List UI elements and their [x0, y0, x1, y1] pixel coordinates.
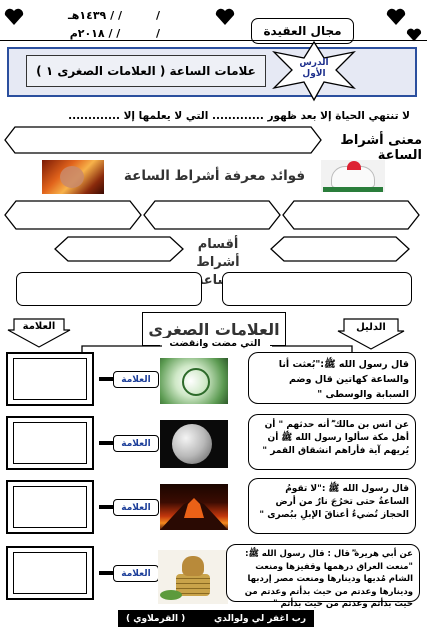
sign-label: العلامة — [22, 321, 56, 332]
coins-leaf — [160, 590, 182, 600]
moon-disc — [172, 424, 212, 464]
hadith-text: عن أبي هريرة ؓ قال : قال رسول الله ﷺ: "م… — [244, 549, 413, 609]
sign-answer-inner — [13, 486, 87, 528]
division-box-right — [222, 272, 412, 306]
benefits-title: فوائد معرفة أشراط الساعة — [123, 168, 306, 184]
volcano-shape — [160, 498, 228, 530]
coins-stack — [176, 574, 210, 596]
heart-icon — [386, 8, 406, 25]
sign-tag: العلامة — [113, 499, 159, 516]
benefit-box-1 — [4, 200, 142, 230]
benefit-box-3 — [282, 200, 420, 230]
meaning-label: معنى أشراط الساعة — [340, 133, 422, 163]
calligraphy-mark — [182, 368, 210, 396]
evidence-box-4: عن أبي هريرة ؓ قال : قال رسول الله ﷺ: "م… — [226, 544, 420, 609]
coins-sack — [182, 556, 204, 576]
sign-tag: العلامة — [113, 371, 159, 388]
minor-signs-subtitle: التي مضت وانقضت — [160, 338, 270, 349]
sign-arrow — [7, 318, 71, 348]
sign-arrow-body — [99, 571, 117, 575]
hadith-text: قال رسول الله ﷺ:"بُعثت أنا والساعة كهاتي… — [278, 359, 409, 400]
minor-signs-title: العلامات الصغرى — [148, 319, 280, 339]
evidence-box-3: قال رسول الله ﷺ :"لا تقومُ الساعةُ حتى ت… — [248, 478, 416, 534]
footer-prayer: رب اغفر لي ولوالدي — [214, 613, 306, 624]
heart-icon — [4, 8, 24, 25]
footer-bar: ( القرملاوي ) رب اغفر لي ولوالدي — [118, 610, 314, 627]
header-line — [0, 40, 427, 41]
evidence-label: الدليل — [356, 322, 386, 333]
sign-answer-inner — [13, 358, 87, 400]
sign-arrow-body — [99, 377, 117, 381]
subject-label: مجال العقيدة — [263, 24, 342, 38]
lesson-title: علامات الساعة ( العلامات الصغرى ١ ) — [36, 64, 256, 78]
division-arrow-left — [54, 236, 184, 262]
praying-man-cap — [347, 161, 361, 170]
sign-answer-inner — [13, 422, 87, 464]
hadith-text: قال رسول الله ﷺ :"لا تقومُ الساعةُ حتى ت… — [259, 484, 409, 520]
sign-answer-inner — [13, 552, 87, 594]
evidence-arrow — [337, 318, 405, 350]
intro-sentence: لا تنتهي الحياة إلا بعد ظهور ...........… — [68, 110, 410, 122]
sign-arrow-body — [99, 441, 117, 445]
benefit-box-2 — [143, 200, 281, 230]
sign-arrow-body — [99, 505, 117, 509]
division-arrow-right — [270, 236, 410, 262]
hijri-date: / / ١٤٣٩هـ — [68, 9, 122, 22]
meaning-answer-box — [4, 126, 322, 154]
lesson-title-inner: علامات الساعة ( العلامات الصغرى ١ ) — [26, 55, 266, 87]
subject-label-box: مجال العقيدة — [251, 18, 354, 44]
division-box-left — [16, 272, 202, 306]
heart-icon — [215, 8, 235, 25]
evidence-box-1: قال رسول الله ﷺ:"بُعثت أنا والساعة كهاتي… — [248, 352, 416, 404]
gregorian-date: / / ٢٠١٨م — [69, 27, 121, 40]
sign-tag: العلامة — [113, 565, 159, 582]
footer-author: ( القرملاوي ) — [126, 613, 186, 624]
star-icon — [272, 40, 356, 102]
hands-overlay — [60, 166, 84, 188]
hadith-text: عن انس بن مالك ؓ أنه حدثهم " أن أهل مكة … — [262, 420, 409, 456]
praying-mat — [323, 187, 383, 192]
sign-tag: العلامة — [113, 435, 159, 452]
date-slash: / — [156, 9, 161, 22]
date-slash: / — [156, 27, 161, 40]
evidence-box-2: عن انس بن مالك ؓ أنه حدثهم " أن أهل مكة … — [248, 414, 416, 470]
lesson-number: الدرس الأول — [299, 58, 329, 79]
heart-icon — [406, 28, 422, 42]
